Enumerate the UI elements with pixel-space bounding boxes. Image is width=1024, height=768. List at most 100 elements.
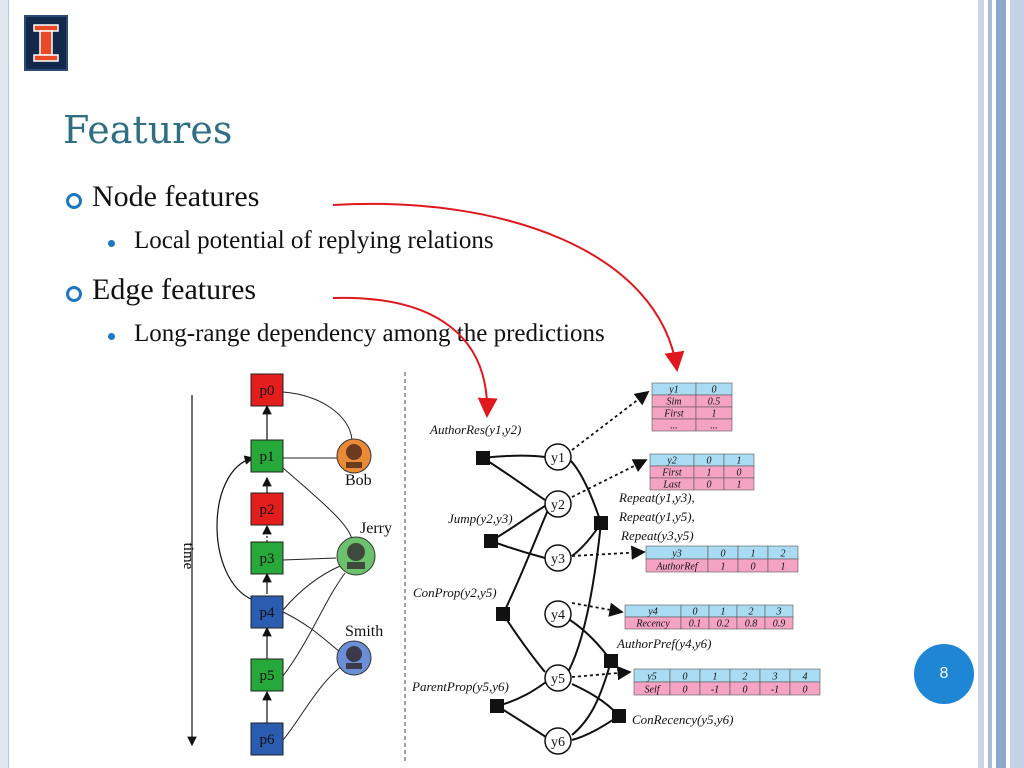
table-cell-text: 1 [713,672,718,683]
time-axis-label: time [180,543,196,570]
factor-label-parent-prop: ParentProp(y5,y6) [411,679,509,694]
factor-label-repeat: Repeat(y3,y5) [620,528,694,543]
variable-node [544,490,572,518]
table-cell-text: -1 [771,685,779,696]
table-cell-text: 1 [781,562,786,573]
table-cell [789,681,821,696]
factor-node [604,654,618,668]
table-cell-text: 3 [776,607,782,618]
table-cell-text: y3 [671,549,681,560]
variable-nodes [544,443,572,755]
post-label: p1 [260,449,275,465]
edge-feature-arrow [332,296,498,418]
avatar [336,640,372,676]
factor-node [594,516,608,530]
variable-label: y6 [551,735,565,750]
variable-node [544,664,572,692]
table-cell-text: y1 [668,385,678,396]
factor-node [496,607,510,621]
avatar [336,536,376,576]
table-cell-text: 1 [737,456,742,467]
table-cell-text: 0 [721,549,726,560]
post-label: p4 [260,605,276,621]
user-label-bob: Bob [345,472,372,489]
table-cell-text: First [661,468,682,479]
table-cell-text: First [663,409,684,420]
table-cell-text: AuthorRef [655,562,698,573]
factor-nodes [476,451,626,723]
post-node [250,595,284,629]
table-cell-text: Last [662,480,680,491]
table-cell-text: 4 [803,672,808,683]
variable-label: y2 [551,498,565,513]
table-cell-text: 0 [751,562,756,573]
bullet-marker-icon [66,193,82,209]
table-cell-text: 0.5 [708,397,721,408]
variable-label: y5 [551,672,565,687]
post-node [250,658,284,692]
left-frame-border [0,0,9,768]
factor-label-repeat: Repeat(y1,y5), [618,509,695,524]
factor-node [484,534,498,548]
table-cell-text: 2 [749,607,754,618]
post-node [250,492,284,526]
bullet-edge-features: Edge features [92,273,257,306]
factor-node [476,451,490,465]
table-cell [767,558,799,573]
table-cell-text: 0.1 [689,619,702,630]
avatar [336,438,372,474]
table-cell-text: y4 [647,607,657,618]
table-cell [723,477,755,491]
table-cell-text: 0 [693,607,698,618]
bullet-marker-icon [66,286,82,302]
slide-title: Features [63,108,233,152]
page-number-badge: 8 [914,644,974,704]
variable-label: y4 [551,608,565,623]
table-cell-text: 0.9 [773,619,786,630]
table-cell-text: Recency [635,619,670,630]
table-cell-text: 0 [707,456,712,467]
variable-label: y3 [551,552,565,567]
factor-label-author-pref: AuthorPref(y4,y6) [616,636,711,651]
table-cell-text: 0.8 [745,619,758,630]
table-cell-text: 1 [721,607,726,618]
table-cell-text: 1 [707,468,712,479]
post-label: p6 [260,732,276,748]
table-cell-text: ... [710,421,718,432]
table-cell [695,418,733,432]
table-cell-text: 1 [751,549,756,560]
table-cell-text: 0 [803,685,808,696]
post-node [250,439,284,473]
post-label: p5 [260,668,275,684]
table-cell-text: 0 [683,685,688,696]
factor-label-author-res: AuthorRes(y1,y2) [429,422,521,437]
table-cell-text: 0 [683,672,688,683]
post-node [250,541,284,575]
user-label-smith: Smith [345,623,383,640]
table-cell-text: 1 [737,480,742,491]
variable-node [544,727,572,755]
table-cell-text: 0 [707,480,712,491]
table-cell-text: Self [645,685,661,696]
post-label: p0 [260,383,275,399]
variable-node [544,600,572,628]
factor-node [612,709,626,723]
table-cell-text: 0 [743,685,748,696]
table-cell-text: 0 [712,385,717,396]
post-node [250,373,284,407]
table-cell-text: 3 [772,672,778,683]
table-cell-text: y2 [666,456,676,467]
table-cell-text: Sim [667,397,682,408]
post-label: p3 [260,551,275,567]
table-cell-text: 1 [721,562,726,573]
user-label-jerry: Jerry [360,520,392,537]
table-cell-text: 0 [737,468,742,479]
table-cell-text: -1 [711,685,719,696]
university-logo [24,15,68,71]
factor-label-con-recency: ConRecency(y5,y6) [632,712,733,727]
table-cell-text: ... [670,421,678,432]
factor-label-con-prop: ConProp(y2,y5) [413,585,497,600]
bullet-node-features: Node features [92,180,260,213]
